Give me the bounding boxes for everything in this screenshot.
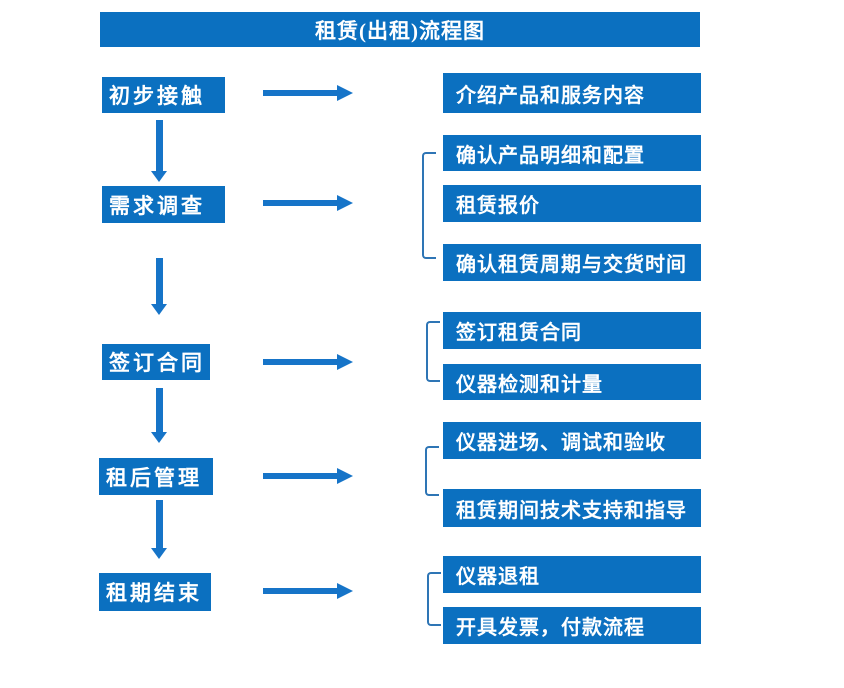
stage-demand-survey-label: 需求调查 <box>109 193 205 218</box>
group-bracket-demand-survey <box>422 152 436 259</box>
detail-confirm-product-config-label: 确认产品明细和配置 <box>456 144 645 167</box>
detail-instrument-setup-acceptance: 仪器进场、调试和验收 <box>443 422 701 459</box>
right-arrow-5 <box>263 583 353 599</box>
right-arrow-4-head <box>337 468 353 484</box>
detail-confirm-rental-period-label: 确认租赁周期与交货时间 <box>456 254 687 276</box>
detail-instrument-return-label: 仪器退租 <box>456 566 540 588</box>
group-bracket-post-rental <box>425 446 439 496</box>
detail-instrument-return: 仪器退租 <box>443 556 701 593</box>
right-arrow-2 <box>263 195 353 211</box>
down-arrow-1-head <box>151 171 167 182</box>
right-arrow-3-head <box>337 354 353 370</box>
detail-confirm-rental-period: 确认租赁周期与交货时间 <box>443 244 701 281</box>
stage-demand-survey: 需求调查 <box>102 186 225 223</box>
down-arrow-3-stem <box>156 388 163 432</box>
right-arrow-3-stem <box>263 359 337 365</box>
stage-initial-contact-label: 初步接触 <box>109 84 205 108</box>
detail-introduce-products-label: 介绍产品和服务内容 <box>456 84 645 107</box>
down-arrow-2 <box>151 258 168 315</box>
right-arrow-1-head <box>337 85 353 101</box>
detail-instrument-setup-acceptance-label: 仪器进场、调试和验收 <box>456 432 666 454</box>
right-arrow-2-head <box>337 195 353 211</box>
down-arrow-3 <box>151 388 168 443</box>
stage-initial-contact: 初步接触 <box>102 77 225 113</box>
right-arrow-4 <box>263 468 353 484</box>
detail-sign-rental-contract: 签订租赁合同 <box>443 312 701 349</box>
down-arrow-2-stem <box>156 258 163 304</box>
down-arrow-1 <box>151 120 168 182</box>
detail-confirm-product-config: 确认产品明细和配置 <box>443 135 701 171</box>
right-arrow-1 <box>263 85 353 101</box>
detail-instrument-testing-label: 仪器检测和计量 <box>456 373 603 396</box>
right-arrow-5-head <box>337 583 353 599</box>
stage-rental-end-label: 租期结束 <box>106 581 202 605</box>
detail-technical-support-label: 租赁期间技术支持和指导 <box>456 499 687 522</box>
right-arrow-1-stem <box>263 90 337 96</box>
detail-introduce-products: 介绍产品和服务内容 <box>443 73 701 113</box>
right-arrow-4-stem <box>263 473 337 479</box>
stage-post-rental-management: 租后管理 <box>99 458 213 495</box>
detail-invoice-payment: 开具发票，付款流程 <box>443 607 701 644</box>
flowchart-title: 租赁(出租)流程图 <box>100 12 700 47</box>
down-arrow-4-stem <box>156 500 163 548</box>
stage-sign-contract-label: 签订合同 <box>109 351 205 375</box>
detail-instrument-testing: 仪器检测和计量 <box>443 364 701 400</box>
detail-sign-rental-contract-label: 签订租赁合同 <box>456 322 582 344</box>
detail-rental-quote-label: 租赁报价 <box>456 195 540 217</box>
detail-rental-quote: 租赁报价 <box>443 185 701 222</box>
right-arrow-2-stem <box>263 200 337 206</box>
down-arrow-3-head <box>151 432 167 443</box>
stage-rental-end: 租期结束 <box>99 573 211 611</box>
stage-post-rental-management-label: 租后管理 <box>106 465 202 490</box>
right-arrow-5-stem <box>263 588 337 594</box>
down-arrow-4 <box>151 500 168 559</box>
down-arrow-2-head <box>151 304 167 315</box>
flowchart-title-text: 租赁(出租)流程图 <box>315 18 485 43</box>
stage-sign-contract: 签订合同 <box>102 344 210 380</box>
group-bracket-rental-end <box>427 572 441 626</box>
down-arrow-4-head <box>151 548 167 559</box>
down-arrow-1-stem <box>156 120 163 171</box>
right-arrow-3 <box>263 354 353 370</box>
detail-technical-support: 租赁期间技术支持和指导 <box>443 489 701 527</box>
detail-invoice-payment-label: 开具发票，付款流程 <box>456 617 645 639</box>
group-bracket-sign-contract <box>426 321 440 382</box>
